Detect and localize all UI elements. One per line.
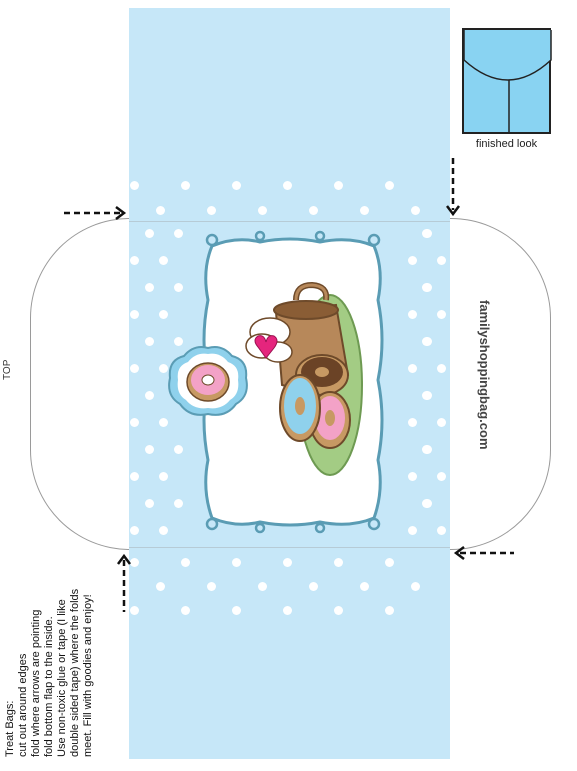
polka-dot — [422, 445, 431, 454]
polka-dot — [130, 472, 139, 481]
polka-dot — [258, 206, 267, 215]
polka-dot — [181, 606, 190, 615]
fold-line-top — [129, 221, 450, 222]
polka-dot — [207, 206, 216, 215]
polka-dot — [283, 181, 292, 190]
instruction-line: Treat Bags: — [4, 700, 16, 757]
top-side-label: TOP — [2, 359, 13, 380]
polka-dot — [385, 181, 394, 190]
polka-dot — [174, 499, 183, 508]
polka-dot — [174, 229, 183, 238]
polka-dot — [232, 606, 241, 615]
polka-dot — [283, 606, 292, 615]
polka-dot — [408, 310, 417, 319]
polka-dot — [408, 256, 417, 265]
finished-look-envelope — [462, 28, 552, 134]
polka-dot — [130, 256, 139, 265]
frame-curl-icon — [205, 230, 381, 534]
polka-dot — [437, 310, 446, 319]
polka-dot — [385, 606, 394, 615]
polka-dot — [411, 206, 420, 215]
polka-dot — [159, 418, 168, 427]
polka-dot — [360, 206, 369, 215]
instruction-line: cut out around edges — [17, 653, 29, 757]
brand-url: familyshoppingbag.com — [477, 300, 492, 450]
polka-dot — [159, 256, 168, 265]
polka-dot — [130, 310, 139, 319]
polka-dot — [130, 364, 139, 373]
polka-dot — [156, 582, 165, 591]
polka-dot — [130, 526, 139, 535]
polka-dot — [130, 181, 139, 190]
polka-dot — [422, 391, 431, 400]
heart-icon — [254, 335, 278, 359]
polka-dot — [411, 582, 420, 591]
polka-dot — [334, 181, 343, 190]
instruction-line: fold where arrows are pointing — [30, 609, 42, 757]
instruction-line: Use non-toxic glue or tape (I like — [56, 599, 68, 757]
polka-dot — [309, 582, 318, 591]
polka-dot — [408, 364, 417, 373]
instruction-line: double sided tape) where the folds — [69, 588, 81, 757]
arrow-down-icon — [446, 158, 460, 217]
polka-dot — [145, 445, 154, 454]
polka-dot — [437, 526, 446, 535]
fold-line-bottom — [129, 547, 450, 548]
envelope-icon — [463, 30, 552, 134]
instruction-line: meet. Fill with goodies and enjoy! — [82, 594, 94, 757]
polka-dot — [232, 181, 241, 190]
polka-dot — [283, 558, 292, 567]
polka-dot — [130, 558, 139, 567]
polka-dot — [130, 418, 139, 427]
donut-icon — [279, 374, 321, 442]
instructions-block: Treat Bags: cut out around edges fold wh… — [4, 552, 95, 757]
polka-dot — [422, 337, 431, 346]
arrow-right-icon — [64, 206, 127, 220]
polka-dot — [159, 526, 168, 535]
donut-icon — [186, 362, 230, 402]
polka-dot — [437, 418, 446, 427]
polka-dot — [408, 418, 417, 427]
polka-dot — [174, 337, 183, 346]
polka-dot — [145, 283, 154, 292]
polka-dot — [159, 472, 168, 481]
polka-dot — [159, 364, 168, 373]
instruction-line: fold bottom flap to the inside. — [43, 616, 55, 757]
polka-dot — [258, 582, 267, 591]
polka-dot — [309, 206, 318, 215]
polka-dot — [174, 445, 183, 454]
arrow-left-icon — [453, 546, 514, 560]
polka-dot — [385, 558, 394, 567]
polka-dot — [334, 606, 343, 615]
polka-dot — [232, 558, 241, 567]
polka-dot — [130, 606, 139, 615]
polka-dot — [422, 229, 431, 238]
polka-dot — [181, 181, 190, 190]
polka-dot — [145, 391, 154, 400]
polka-dot — [181, 558, 190, 567]
polka-dot — [156, 206, 165, 215]
polka-dot — [437, 256, 446, 265]
polka-dot — [145, 229, 154, 238]
polka-dot — [145, 499, 154, 508]
polka-dot — [145, 337, 154, 346]
polka-dot — [437, 364, 446, 373]
polka-dot — [437, 472, 446, 481]
polka-dot — [207, 582, 216, 591]
polka-dot — [159, 310, 168, 319]
arrow-up-icon — [117, 553, 131, 612]
polka-dot — [334, 558, 343, 567]
polka-dot — [422, 283, 431, 292]
polka-dot — [360, 582, 369, 591]
polka-dot — [422, 499, 431, 508]
finished-look-label: finished look — [475, 138, 538, 150]
polka-dot — [174, 283, 183, 292]
bag-bottom-panel — [129, 547, 450, 759]
polka-dot — [408, 472, 417, 481]
polka-dot — [408, 526, 417, 535]
